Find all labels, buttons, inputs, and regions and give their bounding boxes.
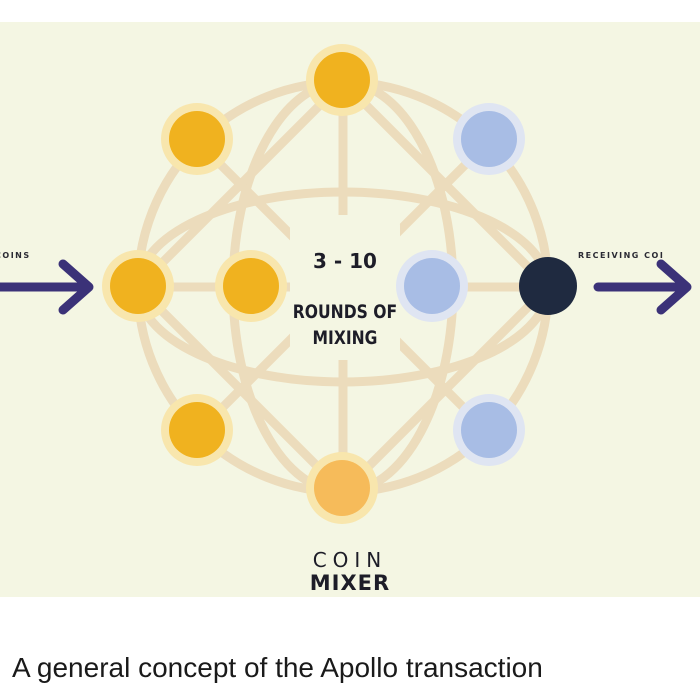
coin-top xyxy=(314,52,370,108)
globe-chord-3 xyxy=(134,283,347,496)
globe-chord-4 xyxy=(339,283,552,496)
coin-bottom-right xyxy=(461,402,517,458)
globe-chord-1 xyxy=(134,78,347,291)
coin-bottom xyxy=(314,460,370,516)
rounds-count-label: 3 - 10 xyxy=(313,249,377,273)
figure-caption: A general concept of the Apollo transact… xyxy=(12,652,543,683)
coin-mixer-diagram: ING COINS RECEIVING COI 3 - 10 ROUNDS OF… xyxy=(0,22,700,597)
receiving-coins-label: RECEIVING COI xyxy=(578,251,665,260)
center-label-backdrop xyxy=(290,215,400,360)
coin-inner-left xyxy=(223,258,279,314)
mixer-label: MIXER xyxy=(309,571,391,595)
right-arrow-icon xyxy=(0,259,94,315)
coins xyxy=(102,44,577,524)
coin-inner-right xyxy=(404,258,460,314)
coin-output-dark xyxy=(519,257,577,315)
right-arrow-icon xyxy=(593,259,692,315)
diagram-graphic xyxy=(0,44,692,524)
coin-left xyxy=(110,258,166,314)
incoming-coins-label: ING COINS xyxy=(0,251,31,260)
coin-top-left xyxy=(169,111,225,167)
rounds-of-mixing-label: ROUNDS OF MIXING xyxy=(292,301,398,349)
coin-label: COIN xyxy=(312,548,388,572)
coin-top-right xyxy=(461,111,517,167)
globe-chord-2 xyxy=(339,78,552,291)
coin-bottom-left xyxy=(169,402,225,458)
